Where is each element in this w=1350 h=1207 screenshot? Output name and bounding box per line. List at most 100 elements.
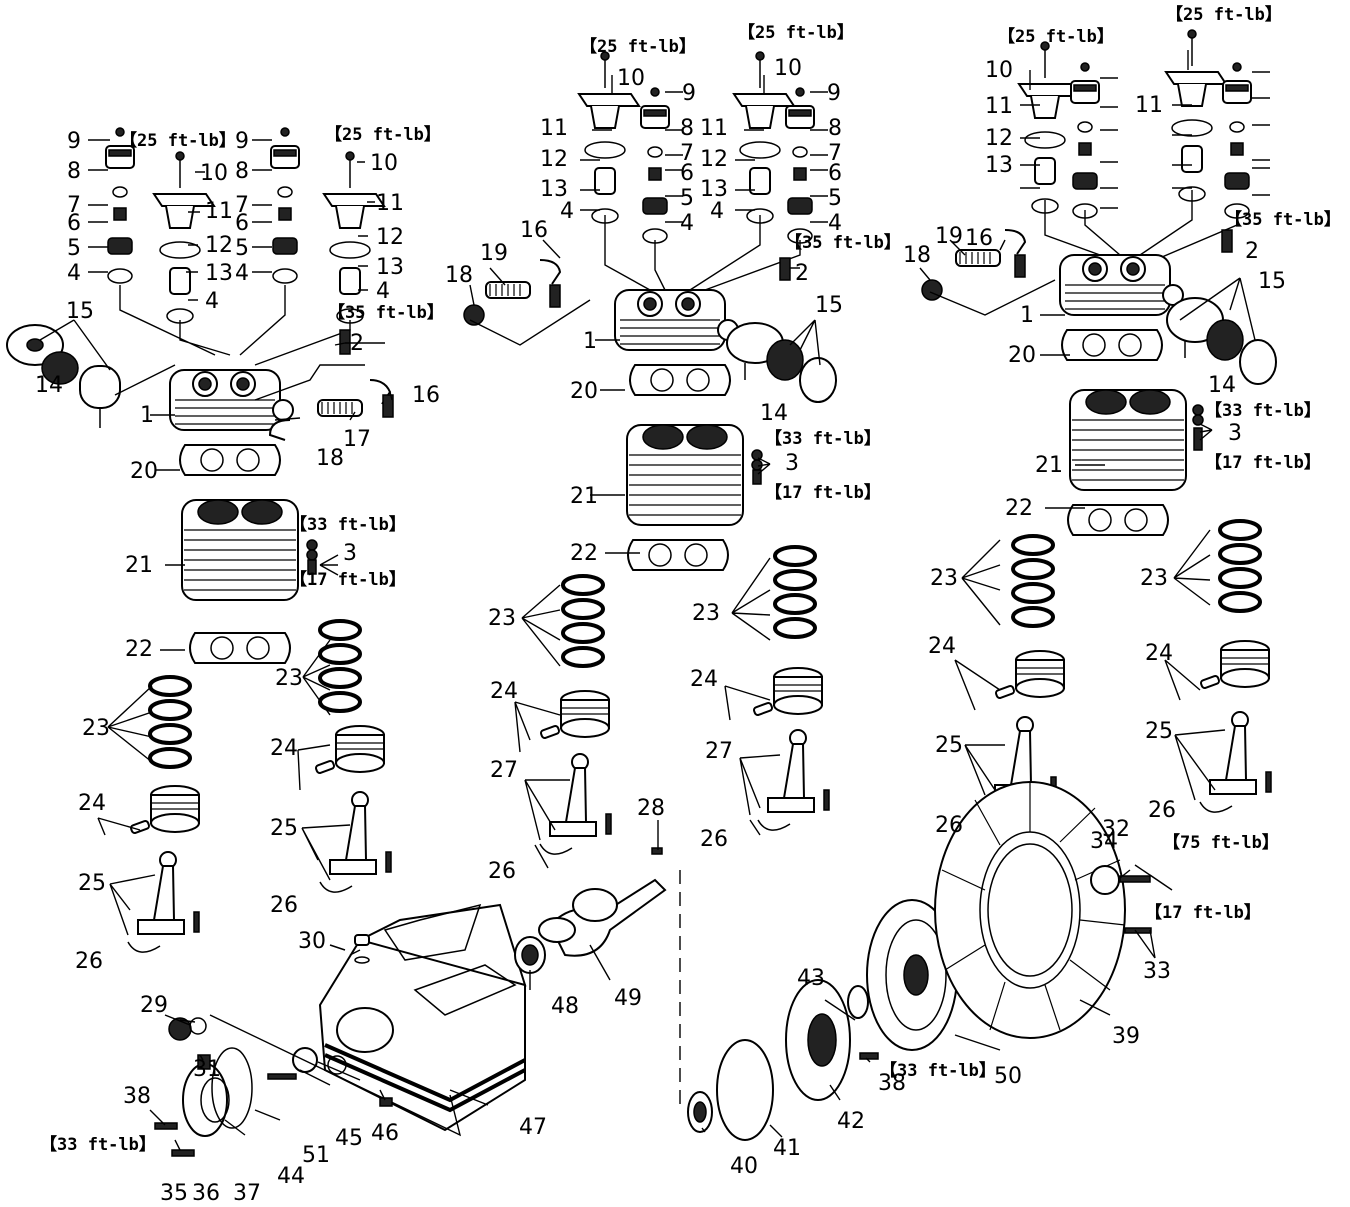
callout-35: 35: [160, 1181, 188, 1206]
callout-16: 16: [965, 226, 993, 251]
callout-23: 23: [692, 601, 720, 626]
callout-41: 41: [773, 1136, 801, 1161]
callout-2: 2: [350, 331, 364, 356]
callout-15: 15: [66, 299, 94, 324]
callout-11: 11: [205, 199, 233, 224]
torque-label: 【33 ft-lb】: [40, 1134, 156, 1155]
flywheel-assembly: [679, 781, 1152, 1141]
callout-11: 11: [1135, 93, 1163, 118]
callout-14: 14: [1208, 373, 1236, 398]
callout-6: 6: [235, 211, 249, 236]
callout-26: 26: [75, 949, 103, 974]
callout-50: 50: [994, 1064, 1022, 1089]
callout-38: 38: [878, 1071, 906, 1096]
callout-24: 24: [490, 679, 518, 704]
callout-11: 11: [376, 191, 404, 216]
callout-51: 51: [302, 1143, 330, 1168]
callout-44: 44: [277, 1164, 305, 1189]
callout-15: 15: [815, 293, 843, 318]
callout-42: 42: [837, 1109, 865, 1134]
callout-25: 25: [935, 733, 963, 758]
callout-23: 23: [488, 606, 516, 631]
callout-11: 11: [985, 94, 1013, 119]
callout-7: 7: [235, 193, 249, 218]
callout-2: 2: [1245, 239, 1259, 264]
callout-16: 16: [520, 218, 548, 243]
callout-13: 13: [205, 261, 233, 286]
callout-11: 11: [700, 116, 728, 141]
callout-21: 21: [1035, 453, 1063, 478]
callout-26: 26: [270, 893, 298, 918]
callout-43: 43: [797, 966, 825, 991]
callout-46: 46: [371, 1121, 399, 1146]
callout-23: 23: [930, 566, 958, 591]
callout-4: 4: [828, 211, 842, 236]
callout-34: 34: [1090, 829, 1118, 854]
callout-29: 29: [140, 993, 168, 1018]
callout-22: 22: [1005, 496, 1033, 521]
callout-9: 9: [67, 129, 81, 154]
torque-label: 【33 ft-lb】: [290, 514, 406, 535]
callout-30: 30: [298, 929, 326, 954]
torque-label: 【35 ft-lb】: [328, 302, 444, 323]
torque-label: 【17 ft-lb】: [765, 482, 881, 503]
callout-24: 24: [1145, 641, 1173, 666]
callout-17: 17: [343, 427, 371, 452]
callout-15: 15: [1258, 269, 1286, 294]
callout-5: 5: [680, 186, 694, 211]
callout-24: 24: [78, 791, 106, 816]
callout-10: 10: [617, 66, 645, 91]
crankcase-assembly: [154, 847, 667, 1157]
callout-22: 22: [570, 541, 598, 566]
callout-26: 26: [1148, 798, 1176, 823]
callout-37: 37: [233, 1181, 261, 1206]
callout-16: 16: [412, 383, 440, 408]
right-head-assembly: [921, 29, 1277, 819]
torque-label: 【25 ft-lb】: [120, 130, 236, 151]
callout-45: 45: [335, 1126, 363, 1151]
callout-4: 4: [235, 261, 249, 286]
callout-7: 7: [67, 193, 81, 218]
callout-2: 2: [795, 261, 809, 286]
callout-13: 13: [700, 177, 728, 202]
callout-20: 20: [1008, 343, 1036, 368]
callout-31: 31: [193, 1057, 221, 1082]
torque-label: 【75 ft-lb】: [1163, 832, 1279, 853]
leader-lines: [39, 50, 1270, 1151]
callout-12: 12: [205, 233, 233, 258]
callout-27: 27: [490, 758, 518, 783]
callout-23: 23: [82, 716, 110, 741]
callout-27: 27: [705, 739, 733, 764]
callout-4: 4: [376, 279, 390, 304]
callout-1: 1: [1020, 303, 1034, 328]
callout-5: 5: [235, 236, 249, 261]
callout-12: 12: [540, 147, 568, 172]
callout-4: 4: [205, 289, 219, 314]
callout-22: 22: [125, 637, 153, 662]
callout-26: 26: [935, 813, 963, 838]
callout-21: 21: [570, 484, 598, 509]
left-head-assembly: [6, 127, 394, 954]
callout-1: 1: [583, 329, 597, 354]
torque-label: 【25 ft-lb】: [998, 26, 1114, 47]
torque-spec-labels: 【25 ft-lb】 【25 ft-lb】 【25 ft-lb】 【25 ft-…: [40, 4, 1341, 1155]
callout-18: 18: [316, 446, 344, 471]
callout-3: 3: [785, 451, 799, 476]
callout-4: 4: [560, 199, 574, 224]
callout-18: 18: [903, 243, 931, 268]
callout-6: 6: [828, 161, 842, 186]
callout-9: 9: [235, 129, 249, 154]
callout-14: 14: [35, 373, 63, 398]
callout-4: 4: [67, 261, 81, 286]
callout-21: 21: [125, 553, 153, 578]
callout-4: 4: [680, 211, 694, 236]
callout-6: 6: [680, 161, 694, 186]
callout-47: 47: [519, 1115, 547, 1140]
callout-8: 8: [235, 159, 249, 184]
callout-25: 25: [270, 816, 298, 841]
callout-12: 12: [985, 126, 1013, 151]
callout-25: 25: [78, 871, 106, 896]
torque-label: 【25 ft-lb】: [580, 36, 696, 57]
callout-3: 3: [343, 541, 357, 566]
callout-7: 7: [680, 141, 694, 166]
